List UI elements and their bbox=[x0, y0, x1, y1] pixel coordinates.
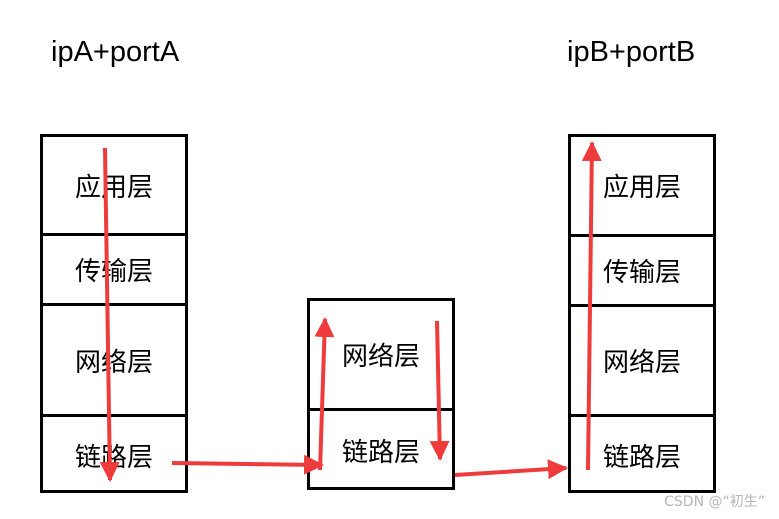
arrow-a-to-router bbox=[171, 454, 324, 475]
arrow-router-to-b bbox=[454, 459, 568, 480]
watermark: CSDN @“初生” bbox=[664, 494, 765, 510]
router-network-layer: 网络层 bbox=[341, 342, 420, 372]
host-a-transport-layer: 传输层 bbox=[43, 233, 185, 303]
host-a-application-layer: 应用层 bbox=[74, 172, 153, 203]
router-stack: 网络层 链路层 bbox=[307, 298, 455, 490]
host-b-network-layer: 网络层 bbox=[571, 304, 713, 414]
host-b-application-layer: 应用层 bbox=[602, 173, 681, 203]
host-b-link-layer: 链路层 bbox=[571, 414, 713, 493]
host-b-stack: 应用层 传输层 网络层 链路层 bbox=[568, 134, 716, 493]
host-b-label: ipB+portB bbox=[567, 36, 696, 68]
host-b-transport-layer: 传输层 bbox=[571, 234, 713, 304]
host-a-label: ipA+portA bbox=[51, 36, 180, 68]
router-link-layer: 链路层 bbox=[310, 408, 452, 490]
host-a-link-layer: 链路层 bbox=[43, 414, 185, 493]
host-a-network-layer: 网络层 bbox=[43, 303, 185, 414]
host-a-stack: 应用层 传输层 网络层 链路层 bbox=[40, 134, 188, 493]
